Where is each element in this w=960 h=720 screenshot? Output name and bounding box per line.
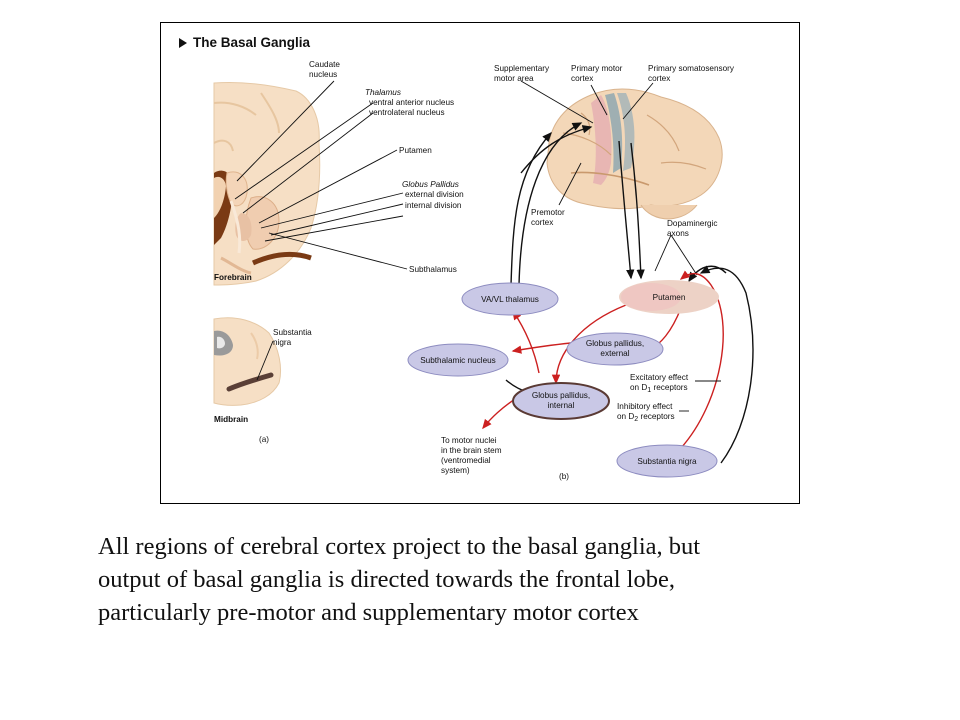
svg-text:Subthalamic nucleus: Subthalamic nucleus	[420, 356, 496, 365]
panel-a-leader-lines	[234, 80, 408, 270]
sma-label-1: Supplementary	[494, 64, 550, 73]
cortex-to-putamen-arrow-2	[618, 140, 635, 280]
svg-text:internal: internal	[548, 401, 575, 410]
gp-external-label: external division	[405, 190, 464, 199]
svg-text:Globus pallidus,: Globus pallidus,	[532, 391, 590, 400]
thalamus-to-premotor-arrow	[518, 122, 583, 286]
cortex-labels: Supplementary motor area Primary motor c…	[494, 64, 735, 238]
forebrain-label: Forebrain	[214, 273, 252, 282]
motor-nuclei-text: To motor nuclei in the brain stem (ventr…	[441, 436, 502, 475]
svg-text:To motor nuclei: To motor nuclei	[441, 436, 497, 445]
caption-line-2: output of basal ganglia is directed towa…	[98, 566, 675, 593]
panel-a-letter: (a)	[259, 435, 269, 444]
lateral-brain-illustration	[546, 88, 723, 220]
svg-text:Putamen: Putamen	[653, 293, 686, 302]
svg-text:Globus pallidus,: Globus pallidus,	[586, 339, 644, 348]
node-gp-internal: Globus pallidus, internal	[512, 382, 610, 420]
figure-title: The Basal Ganglia	[179, 35, 311, 50]
gpi-to-thalamus-arrow	[512, 309, 540, 374]
svg-text:in the brain stem: in the brain stem	[441, 446, 502, 455]
panel-a-labels: Caudate nucleus Thalamus ventral anterio…	[214, 60, 464, 282]
substantia-label-1: Substantia	[273, 328, 312, 337]
nigra-inhibitory-axon	[699, 265, 754, 464]
figure-canvas: The Basal Ganglia Caudate nucleu	[179, 35, 754, 481]
node-putamen: Putamen	[619, 280, 719, 314]
title-triangle-icon	[179, 38, 187, 48]
thalamus-label: Thalamus	[365, 88, 401, 97]
caption-line-1: All regions of cerebral cortex project t…	[98, 533, 701, 560]
somatosensory-label-1: Primary somatosensory	[648, 64, 735, 73]
node-thalamus: VA/VL thalamus	[461, 282, 559, 316]
forebrain-section	[213, 81, 321, 286]
node-gp-external: Globus pallidus, external	[566, 332, 664, 366]
svg-text:Substantia nigra: Substantia nigra	[637, 457, 697, 466]
red-pathways	[482, 270, 724, 449]
primary-motor-label-2: cortex	[571, 74, 593, 83]
svg-text:system): system)	[441, 466, 470, 475]
gpe-to-subthalamic-arrow	[511, 342, 572, 354]
gp-internal-label: internal division	[405, 201, 462, 210]
dopaminergic-label-1: Dopaminergic	[667, 219, 718, 228]
basal-ganglia-figure: The Basal Ganglia Caudate nucleu	[160, 22, 800, 504]
premotor-label-1: Premotor	[531, 208, 565, 217]
panel-b-letter: (b)	[559, 472, 569, 481]
excitatory-label-2: on D1 receptors	[630, 383, 688, 394]
sma-label-2: motor area	[494, 74, 534, 83]
receptor-legend: Excitatory effect on D1 receptors Inhibi…	[617, 373, 721, 423]
node-substantia-nigra: Substantia nigra	[616, 444, 718, 478]
inhibitory-label-2: on D2 receptors	[617, 412, 675, 423]
cortex-to-putamen-arrow-1	[630, 142, 645, 280]
thalamus-vl-label: ventrolateral nucleus	[369, 108, 445, 117]
thalamus-to-sma-arrow	[510, 131, 552, 286]
slide-caption: All regions of cerebral cortex project t…	[98, 530, 888, 629]
cortex-leader-lines	[520, 80, 698, 276]
primary-motor-label-1: Primary motor	[571, 64, 623, 73]
node-subthalamic: Subthalamic nucleus	[407, 343, 509, 377]
svg-text:(ventromedial: (ventromedial	[441, 456, 491, 465]
midbrain-section	[213, 317, 282, 406]
svg-text:external: external	[600, 349, 629, 358]
title-text: The Basal Ganglia	[193, 35, 311, 50]
svg-text:VA/VL thalamus: VA/VL thalamus	[481, 295, 539, 304]
thalamus-va-label: ventral anterior nucleus	[369, 98, 454, 107]
somatosensory-label-2: cortex	[648, 74, 670, 83]
putamen-label: Putamen	[399, 146, 432, 155]
caption-line-3: particularly pre-motor and supplementary…	[98, 599, 639, 626]
excitatory-label-1: Excitatory effect	[630, 373, 689, 382]
dopaminergic-label-2: axons	[667, 229, 689, 238]
subthalamus-label: Subthalamus	[409, 265, 457, 274]
substantia-label-2: nigra	[273, 338, 292, 347]
putamen-to-gpi-arrow	[551, 304, 627, 385]
globus-pallidus-label: Globus Pallidus	[402, 180, 459, 189]
caudate-label-1: Caudate	[309, 60, 340, 69]
inhibitory-label-1: Inhibitory effect	[617, 402, 673, 411]
caudate-label-2: nucleus	[309, 70, 337, 79]
nigra-excitatory-axon	[679, 270, 724, 449]
premotor-label-2: cortex	[531, 218, 553, 227]
midbrain-label: Midbrain	[214, 415, 248, 424]
